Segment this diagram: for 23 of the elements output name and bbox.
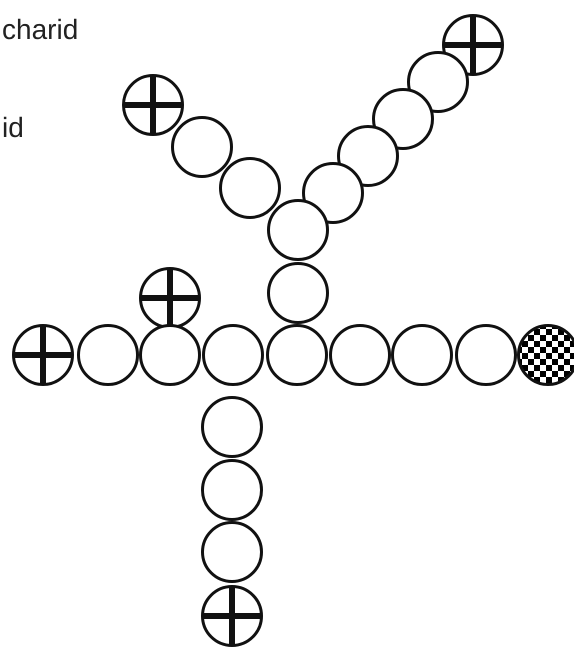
circle xyxy=(200,395,264,459)
circle xyxy=(336,124,400,188)
circle xyxy=(76,323,140,387)
circle xyxy=(265,323,329,387)
circle xyxy=(200,458,264,522)
crossed-circle xyxy=(200,584,264,648)
circle xyxy=(454,323,518,387)
circle xyxy=(138,323,202,387)
circle xyxy=(371,87,435,151)
circle xyxy=(200,520,264,584)
circle xyxy=(266,198,330,262)
crossed-circle xyxy=(11,323,75,387)
circle xyxy=(390,323,454,387)
label-text: charid xyxy=(2,14,78,46)
label-text: id xyxy=(2,112,24,144)
circle xyxy=(218,156,282,220)
circle xyxy=(406,50,470,114)
circle xyxy=(266,261,330,325)
circle xyxy=(201,323,265,387)
crossed-circle xyxy=(121,73,185,137)
circle xyxy=(301,161,365,225)
circle xyxy=(170,115,234,179)
circle xyxy=(328,323,392,387)
